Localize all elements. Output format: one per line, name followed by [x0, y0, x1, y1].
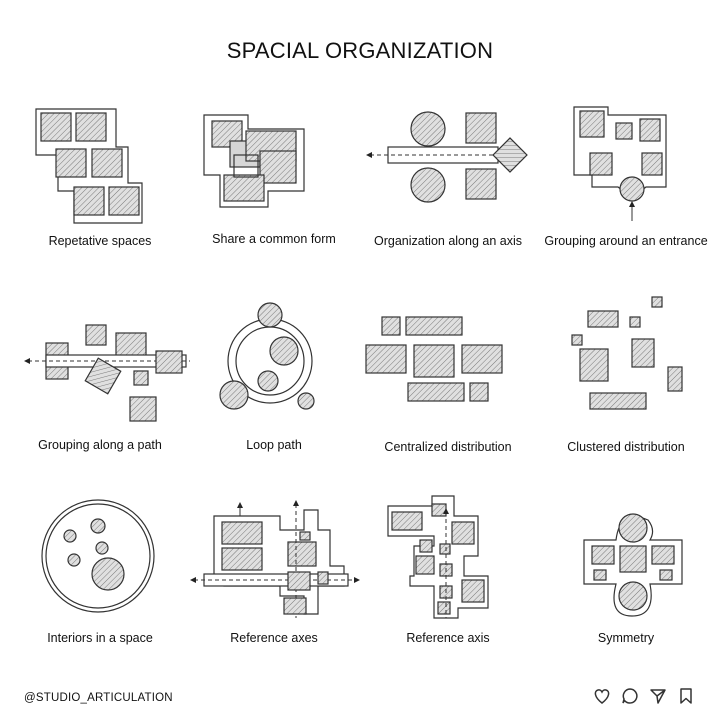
page-title: SPACIAL ORGANIZATION [226, 38, 494, 63]
share-common-form-drawing [203, 114, 305, 208]
grouping-along-path-drawing [24, 324, 190, 422]
diagram-centralized-distribution: Centralized distribution [358, 295, 538, 465]
loop-path-drawing [219, 302, 315, 410]
diagram-clustered-distribution: Clustered distribution [536, 295, 716, 465]
caption: Reference axis [406, 631, 490, 645]
repetative-spaces-drawing [35, 108, 143, 224]
diagram-loop-path: Loop path [184, 295, 364, 465]
caption: Centralized distribution [384, 440, 512, 454]
caption: Share a common form [212, 232, 336, 246]
diagram-interiors-in-space: Interiors in a space [10, 490, 190, 650]
caption: Clustered distribution [567, 440, 685, 454]
grouping-around-entrance-drawing [573, 106, 667, 221]
clustered-distribution-drawing [571, 296, 683, 410]
caption: Loop path [246, 438, 302, 452]
diagram-grouping-along-path: Grouping along a path [10, 295, 190, 465]
symmetry-drawing [583, 513, 683, 617]
diagram-share-common-form: Share a common form [184, 95, 364, 275]
reference-axis-drawing [387, 495, 489, 619]
caption: Reference axes [230, 631, 318, 645]
diagram-symmetry: Symmetry [536, 490, 716, 650]
diagram-organization-along-axis: Organization along an axis [358, 95, 538, 275]
heart-icon[interactable] [592, 686, 612, 706]
caption: Symmetry [597, 631, 655, 645]
comment-icon[interactable] [620, 686, 640, 706]
reference-axes-drawing [190, 500, 360, 618]
organization-along-axis-drawing [366, 111, 528, 203]
caption: Grouping around an entrance [544, 234, 708, 248]
caption: Repetative spaces [48, 234, 152, 248]
diagram-repetative-spaces: Repetative spaces [10, 95, 190, 275]
diagram-grouping-around-entrance: Grouping around an entrance [536, 95, 716, 275]
account-handle: @STUDIO_ARTICULATION [24, 692, 173, 704]
post-actions [592, 686, 696, 706]
caption: Interiors in a space [47, 631, 153, 645]
diagram-reference-axes: Reference axes [184, 490, 364, 650]
bookmark-icon[interactable] [676, 686, 696, 706]
caption: Grouping along a path [38, 438, 162, 452]
caption: Organization along an axis [373, 234, 522, 248]
centralized-distribution-drawing [365, 316, 503, 402]
interiors-in-space-drawing [41, 499, 155, 613]
diagram-reference-axis: Reference axis [358, 490, 538, 650]
send-icon[interactable] [648, 686, 668, 706]
